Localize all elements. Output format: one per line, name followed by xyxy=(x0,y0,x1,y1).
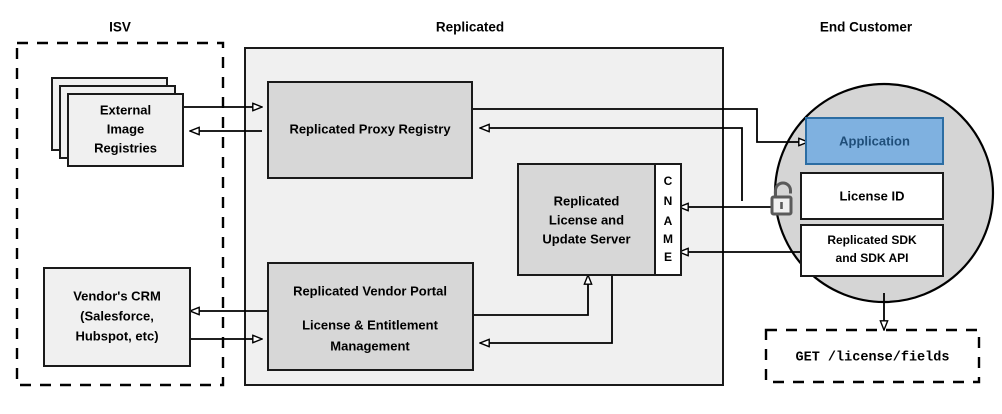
zone-title-replicated: Replicated xyxy=(436,20,504,35)
vendor-crm-label-line1: Vendor's CRM xyxy=(73,288,161,303)
customer-replicated-sdk-label-line1: Replicated SDK xyxy=(827,233,917,247)
open-padlock-icon xyxy=(770,181,793,216)
cname-letter-m: M xyxy=(663,232,673,246)
cname-letter-a: A xyxy=(664,214,673,228)
customer-application[interactable] xyxy=(805,117,944,165)
cname-letter-c: C xyxy=(664,174,673,188)
vendor-portal-label-line1: Replicated Vendor Portal xyxy=(293,283,447,298)
edge-vendor-portal-to-license-server xyxy=(472,275,588,316)
customer-application-label: Application xyxy=(839,133,910,148)
external-image-registries-label-line2: Image xyxy=(107,121,145,136)
external-image-registries-label-line3: Registries xyxy=(94,140,157,155)
padlock-keyhole xyxy=(780,202,783,209)
zone-title-isv: ISV xyxy=(109,20,131,35)
vendor-portal-label-line3: Management xyxy=(330,338,410,353)
zone-isv xyxy=(15,41,225,387)
vendor-crm-label-line3: Hubspot, etc) xyxy=(75,328,158,343)
license-update-server-label-line3: Update Server xyxy=(542,231,630,246)
replicated-license-update-server[interactable] xyxy=(517,163,656,276)
license-update-server-label-line2: License and xyxy=(549,212,624,227)
license-update-server-label-line1: Replicated xyxy=(554,193,620,208)
cname-letter-e: E xyxy=(664,250,672,264)
cname-strip[interactable] xyxy=(654,163,682,276)
vendor-crm[interactable] xyxy=(43,267,191,367)
replicated-proxy-registry[interactable] xyxy=(267,81,473,179)
edge-proxy-to-application xyxy=(472,108,808,142)
replicated-proxy-registry-label: Replicated Proxy Registry xyxy=(289,121,451,136)
external-image-registries-label-line1: External xyxy=(100,102,151,117)
replicated-vendor-portal[interactable] xyxy=(267,262,474,371)
api-call-label: GET /license/fields xyxy=(796,351,950,366)
zone-title-end-customer: End Customer xyxy=(820,20,913,35)
customer-license-id[interactable] xyxy=(800,172,944,220)
customer-replicated-sdk-label-line2: and SDK API xyxy=(836,251,909,265)
edge-customer-to-proxy xyxy=(480,128,743,201)
external-image-registries[interactable] xyxy=(67,93,184,167)
customer-license-id-label: License ID xyxy=(839,188,904,203)
edge-license-server-to-vendor-portal xyxy=(480,275,613,343)
vendor-crm-label-line2: (Salesforce, xyxy=(80,308,154,323)
api-call-box xyxy=(764,328,981,384)
vendor-portal-label-line2: License & Entitlement xyxy=(302,317,438,332)
cname-letter-n: N xyxy=(664,194,673,208)
customer-replicated-sdk[interactable] xyxy=(800,224,944,277)
